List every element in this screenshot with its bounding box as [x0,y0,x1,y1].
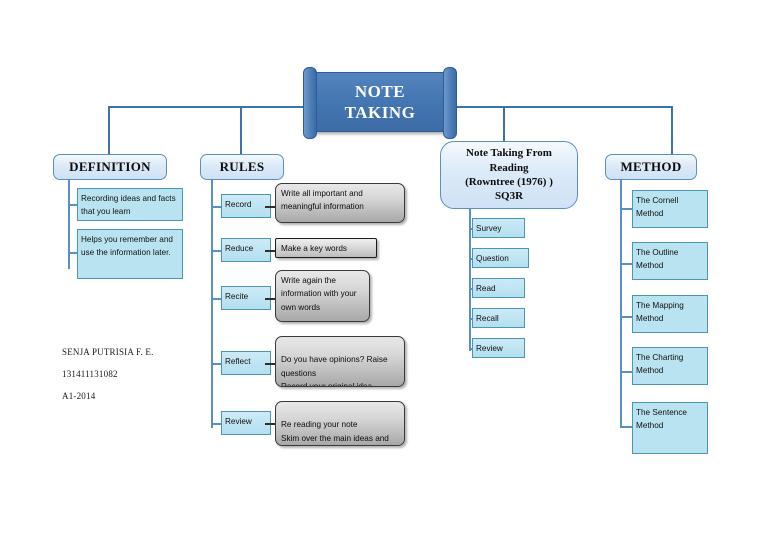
method-item-charting[interactable]: The Charting Method [632,347,708,385]
method-item-outline[interactable]: The Outline Method [632,242,708,280]
reading-item-read[interactable]: Read [472,278,525,298]
connector-reduce-detail [265,250,278,252]
branch-header-definition[interactable]: DEFINITION [53,154,167,180]
trunk-line-left [108,106,310,108]
scroll-curl-right-icon [443,67,457,139]
trunk-drop-definition [108,106,110,154]
rules-item-review[interactable]: Review [221,411,271,435]
trunk-drop-rules [240,106,242,154]
trunk-drop-method [671,106,673,154]
reading-item-review-label: Review [476,344,503,353]
connector-method-mapping [620,316,633,318]
reading-item-recall-label: Recall [476,314,499,323]
reading-header-line4: SQ3R [494,190,524,203]
connector-record-detail [265,206,278,208]
trunk-drop-reading [503,106,505,141]
connector-rules-record [211,206,222,208]
rules-detail-reduce-label: Make a key words [281,244,347,253]
rules-detail-recite[interactable]: Write again the information with your ow… [275,270,370,322]
branch-header-reading[interactable]: Note Taking From Reading (Rowntree (1976… [440,141,578,209]
rules-item-recite[interactable]: Recite [221,286,271,310]
definition-item-0-label: Recording ideas and facts that you learn [81,194,176,217]
method-item-cornell-label: The Cornell Method [636,196,679,219]
connector-reflect-detail [265,363,278,365]
method-item-charting-label: The Charting Method [636,353,684,376]
method-item-mapping[interactable]: The Mapping Method [632,295,708,333]
branch-header-method[interactable]: METHOD [605,154,697,180]
root-title-line1: NOTE [354,81,406,101]
connector-method-sentence [620,426,633,428]
connector-method-outline [620,263,633,265]
spine-rules [211,178,213,428]
reading-item-recall[interactable]: Recall [472,308,525,328]
definition-item-0[interactable]: Recording ideas and facts that you learn [77,188,183,221]
rules-detail-review[interactable]: Re reading your note Skim over the main … [275,401,405,446]
connector-rules-review [211,423,222,425]
branch-header-rules-label: RULES [219,159,265,174]
reading-item-question-label: Question [476,254,509,263]
connector-rules-reflect [211,363,222,365]
connector-review-detail [265,423,278,425]
definition-item-1-label: Helps you remember and use the informati… [81,235,173,258]
connector-rules-reduce [211,250,222,252]
method-item-sentence[interactable]: The Sentence Method [632,402,708,454]
root-title-line2: TAKING [344,103,416,122]
reading-item-read-label: Read [476,284,496,293]
spine-method [620,178,622,428]
method-item-cornell[interactable]: The Cornell Method [632,190,708,228]
root-node-label: NOTE TAKING [345,81,416,124]
rules-item-reduce-label: Reduce [225,244,254,253]
connector-rules-recite [211,298,222,300]
method-item-sentence-label: The Sentence Method [636,408,687,431]
branch-header-reading-label: Note Taking From Reading (Rowntree (1976… [465,146,553,203]
rules-detail-reflect[interactable]: Do you have opinions? Raise questions Re… [275,336,405,387]
reading-header-line1: Note Taking From [466,147,552,160]
rules-detail-reduce[interactable]: Make a key words [275,238,377,258]
definition-item-1[interactable]: Helps you remember and use the informati… [77,229,183,279]
rules-detail-review-label: Re reading your note Skim over the main … [281,420,389,443]
rules-item-recite-label: Recite [225,292,249,301]
spine-reading [469,203,471,351]
reading-header-line2: Reading [489,161,529,174]
method-item-outline-label: The Outline Method [636,248,679,271]
reading-item-survey-label: Survey [476,224,502,233]
method-item-mapping-label: The Mapping Method [636,301,684,324]
connector-method-cornell [620,208,633,210]
connector-definition-item-0 [68,204,78,206]
connector-definition-item-1 [68,252,78,254]
branch-header-method-label: METHOD [620,159,682,174]
connector-recite-detail [265,298,278,300]
author-student-id: 131411131082 [62,369,118,380]
spine-definition [68,178,70,269]
reading-header-line3: (Rowntree (1976) ) [465,176,553,188]
trunk-line-right [448,106,672,108]
rules-detail-record[interactable]: Write all important and meaningful infor… [275,183,405,223]
reading-item-question[interactable]: Question [472,248,529,268]
root-node-note-taking[interactable]: NOTE TAKING [303,67,457,139]
rules-item-reflect-label: Reflect [225,357,251,366]
author-class: A1-2014 [62,391,96,402]
branch-header-rules[interactable]: RULES [200,154,284,180]
reading-item-survey[interactable]: Survey [472,218,525,238]
rules-item-reflect[interactable]: Reflect [221,351,271,375]
rules-detail-record-label: Write all important and meaningful infor… [281,189,364,212]
author-signature-block: SENJA PUTRISIA F. E. 131411131082 A1-201… [62,341,154,407]
rules-detail-recite-label: Write again the information with your ow… [281,276,357,312]
rules-item-review-label: Review [225,417,252,426]
rules-item-record[interactable]: Record [221,194,271,218]
branch-header-definition-label: DEFINITION [69,159,151,174]
author-name: SENJA PUTRISIA F. E. [62,347,154,357]
rules-item-record-label: Record [225,200,252,209]
rules-detail-reflect-label: Do you have opinions? Raise questions Re… [281,355,388,387]
rules-item-reduce[interactable]: Reduce [221,238,271,262]
scroll-curl-left-icon [303,67,317,139]
connector-method-charting [620,371,633,373]
reading-item-review[interactable]: Review [472,338,525,358]
